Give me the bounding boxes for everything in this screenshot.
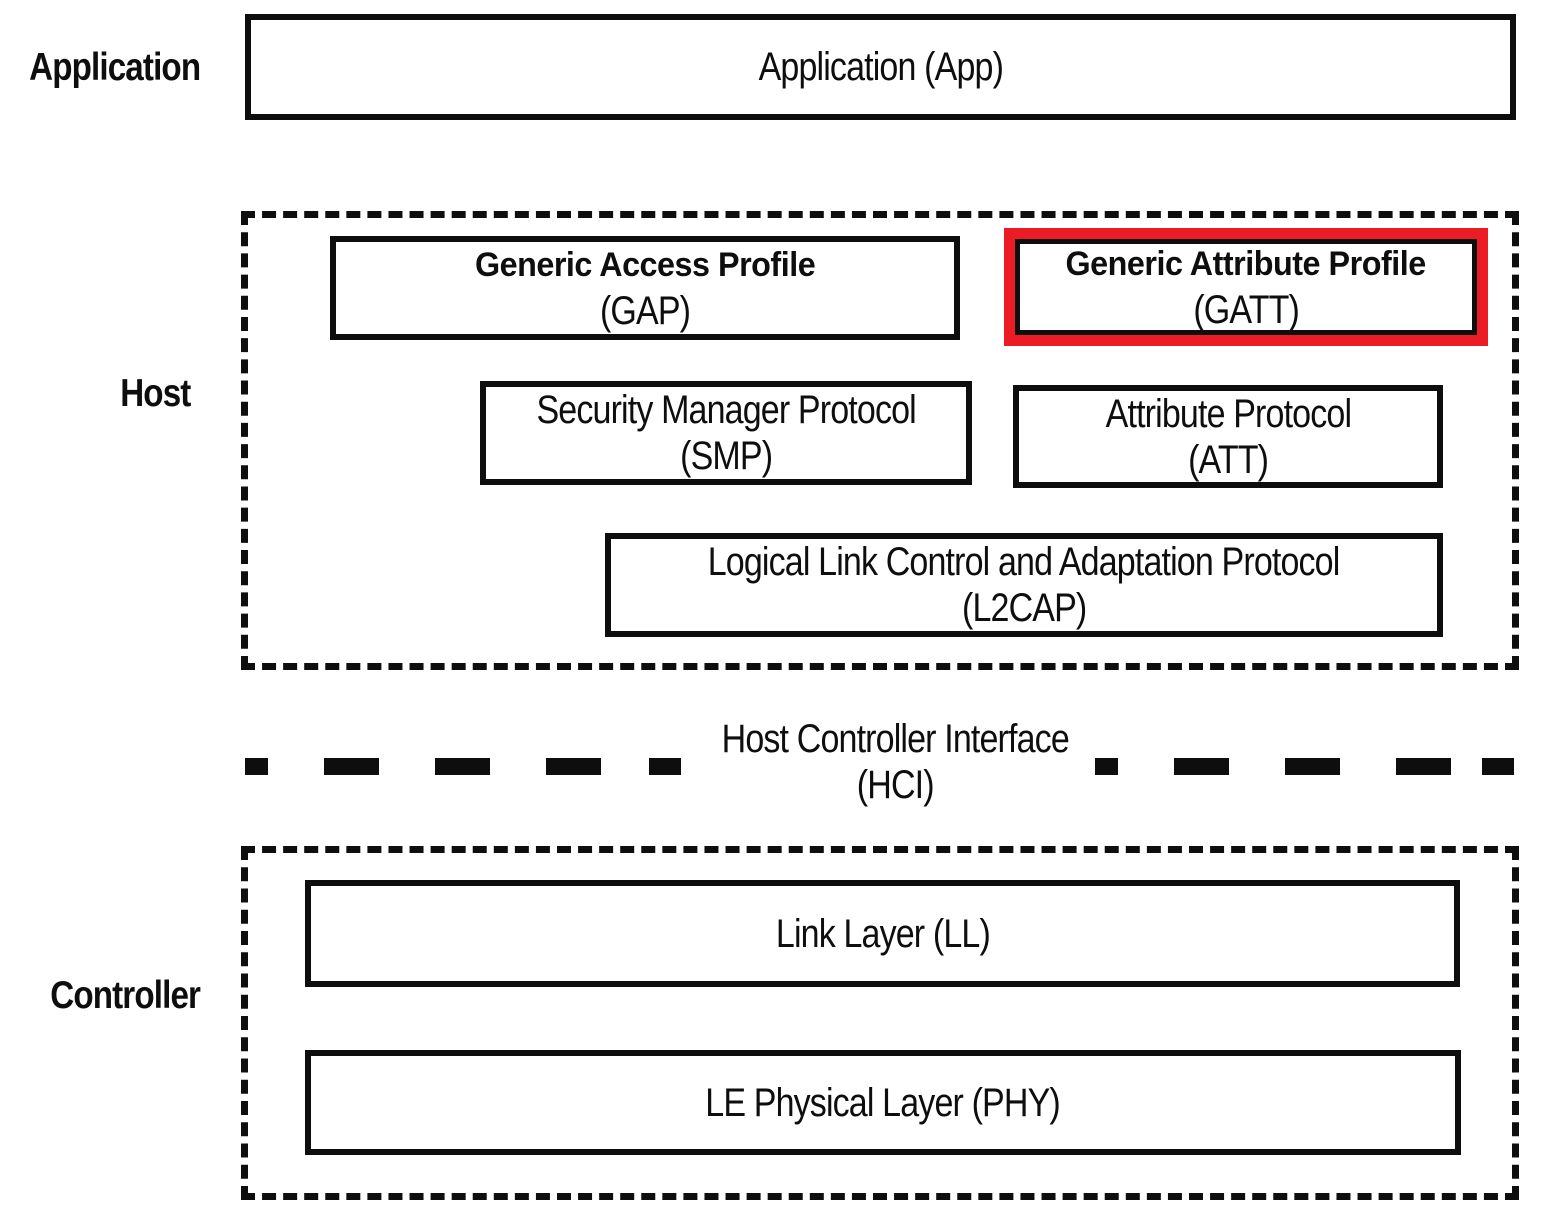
controller-layer-label-text: Controller	[50, 974, 201, 1017]
gatt-box: Generic Attribute Profile (GATT)	[1015, 239, 1477, 335]
link-layer-box-title: Link Layer (LL)	[775, 911, 990, 956]
controller-layer-label: Controller	[25, 974, 225, 1018]
hci-label-abbr: (HCI)	[856, 763, 935, 807]
controller-group-border	[241, 846, 1519, 1200]
phy-layer-box: LE Physical Layer (PHY)	[305, 1050, 1461, 1155]
host-group-border	[241, 211, 1519, 670]
host-layer-label-text: Host	[119, 372, 191, 415]
l2cap-box-title: Logical Link Control and Adaptation Prot…	[708, 540, 1341, 584]
smp-box-abbr: (SMP)	[679, 434, 773, 478]
application-box: Application (App)	[245, 14, 1516, 120]
application-layer-label: Application	[14, 46, 214, 90]
hci-label-title: Host Controller Interface	[721, 717, 1069, 761]
gap-box: Generic Access Profile (GAP)	[330, 236, 960, 340]
att-box-title: Attribute Protocol	[1105, 391, 1351, 436]
link-layer-box: Link Layer (LL)	[305, 880, 1460, 987]
hci-label: Host Controller Interface (HCI)	[645, 716, 1145, 808]
smp-box: Security Manager Protocol (SMP)	[480, 381, 972, 485]
gap-box-title: Generic Access Profile	[474, 246, 816, 284]
att-box: Attribute Protocol (ATT)	[1013, 385, 1443, 488]
application-layer-label-text: Application	[29, 46, 201, 89]
gatt-highlight-border: Generic Attribute Profile (GATT)	[1004, 228, 1488, 346]
gap-box-abbr: (GAP)	[599, 289, 691, 333]
host-layer-label: Host	[55, 372, 255, 416]
smp-box-title: Security Manager Protocol	[536, 388, 916, 432]
phy-layer-box-title: LE Physical Layer (PHY)	[705, 1080, 1061, 1125]
hci-divider-left	[245, 758, 681, 775]
gatt-box-abbr: (GATT)	[1193, 288, 1300, 332]
l2cap-box-abbr: (L2CAP)	[961, 586, 1087, 630]
application-box-title: Application (App)	[758, 45, 1003, 89]
att-box-abbr: (ATT)	[1187, 437, 1269, 482]
l2cap-box: Logical Link Control and Adaptation Prot…	[605, 533, 1443, 637]
hci-divider-right	[1095, 758, 1514, 775]
gatt-box-title: Generic Attribute Profile	[1065, 245, 1427, 283]
